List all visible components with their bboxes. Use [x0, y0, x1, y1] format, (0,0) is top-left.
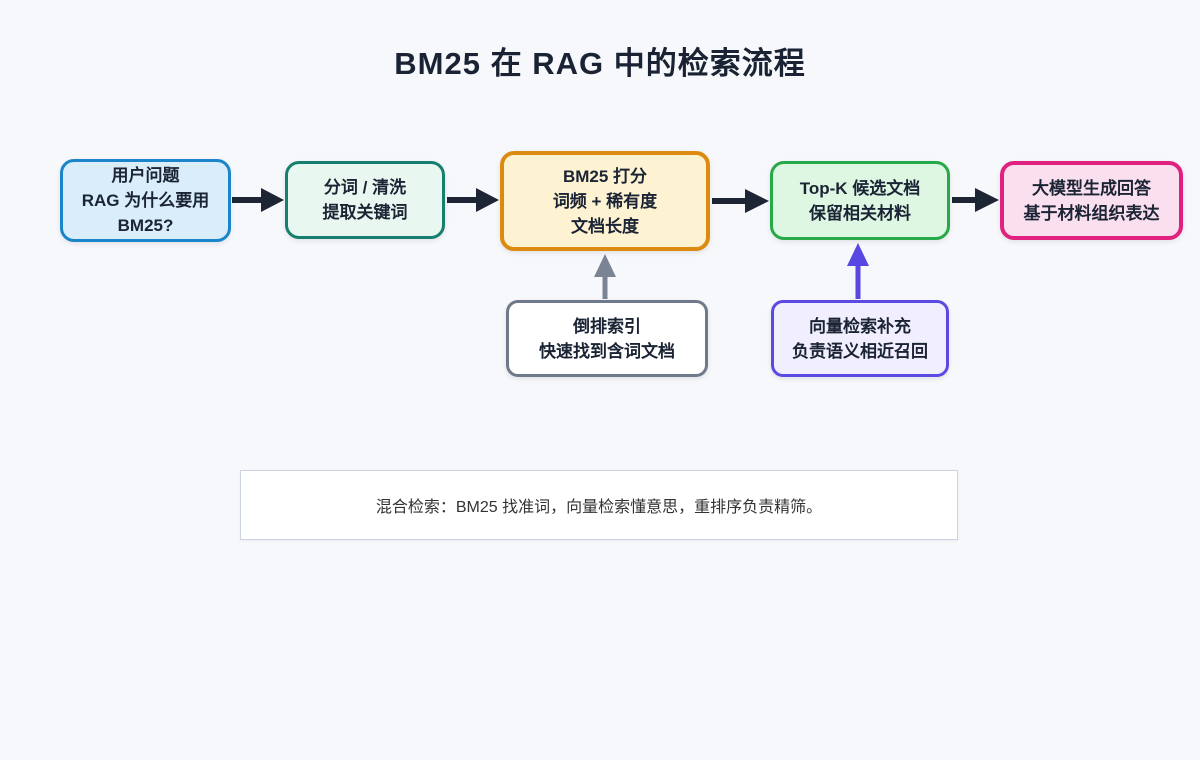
- node-line: 负责语义相近召回: [792, 341, 928, 361]
- arrow-head: [261, 188, 284, 212]
- node-line: 快速找到含词文档: [539, 341, 675, 361]
- arrow-bm25-to-topk: [712, 189, 769, 213]
- note-text: 混合检索：BM25 找准词，向量检索懂意思，重排序负责精筛。: [375, 499, 823, 516]
- node-line: Top-K 候选文档: [799, 178, 921, 198]
- flow-node-llm-answer: 大模型生成回答 基于材料组织表达: [1000, 161, 1183, 240]
- support-node-inverted-index: 倒排索引 快速找到含词文档: [506, 300, 708, 377]
- node-line: BM25?: [117, 216, 174, 235]
- node-line: 词频 + 稀有度: [552, 191, 658, 211]
- flow-node-tokenize-clean: 分词 / 清洗 提取关键词: [285, 161, 445, 239]
- arrow-head: [745, 189, 769, 213]
- node-line: 保留相关材料: [809, 203, 911, 223]
- hybrid-retrieval-note: 混合检索：BM25 找准词，向量检索懂意思，重排序负责精筛。: [240, 470, 958, 540]
- node-line: 分词 / 清洗: [323, 178, 407, 197]
- support-node-vector-retrieval: 向量检索补充 负责语义相近召回: [771, 300, 949, 377]
- node-line: 大模型生成回答: [1032, 178, 1151, 198]
- node-line: 向量检索补充: [809, 316, 911, 336]
- arrow-tokenize-to-bm25: [447, 188, 499, 212]
- node-line: BM25 打分: [562, 166, 648, 186]
- flow-node-bm25-scoring: BM25 打分 词频 + 稀有度 文档长度: [500, 151, 710, 251]
- page-title: BM25 在 RAG 中的检索流程: [394, 46, 806, 81]
- arrow-topk-to-llm: [952, 188, 999, 212]
- arrow-head: [594, 254, 616, 277]
- arrow-inverted-to-bm25: [594, 254, 616, 299]
- node-line: RAG 为什么要用: [81, 191, 210, 210]
- node-line: 提取关键词: [322, 203, 408, 222]
- node-line: 文档长度: [571, 216, 639, 236]
- arrow-head: [975, 188, 999, 212]
- arrow-head: [847, 243, 869, 266]
- arrow-user-to-tokenize: [232, 188, 284, 212]
- flow-node-user-question: 用户问题 RAG 为什么要用 BM25?: [60, 159, 231, 242]
- flow-node-topk-candidates: Top-K 候选文档 保留相关材料: [770, 161, 950, 240]
- node-line: 倒排索引: [573, 316, 641, 336]
- arrow-vector-to-topk: [847, 243, 869, 299]
- node-line: 用户问题: [111, 166, 180, 185]
- node-line: 基于材料组织表达: [1023, 203, 1160, 223]
- arrow-head: [476, 188, 499, 212]
